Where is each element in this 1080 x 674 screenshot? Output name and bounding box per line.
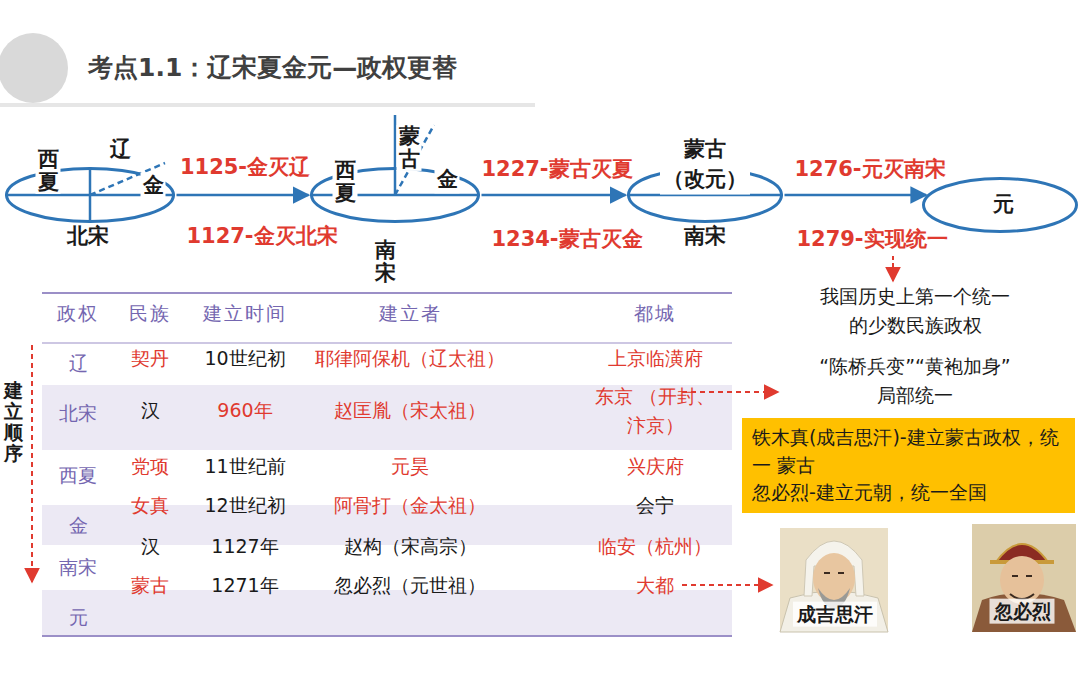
table-cell: 汉 [141,534,160,559]
table-cell: 1127年 [211,534,278,559]
table-cell: 西夏 [59,463,97,488]
title-bullet [0,33,68,103]
regime-name: 西夏 [333,159,358,205]
portrait-eyes [1012,575,1032,577]
event-label: 1127-金灭北宋 [186,223,337,250]
axis-label: 建立顺序 [4,380,23,464]
divider-line [395,125,434,195]
transition-arrow [785,194,927,197]
table-header: 民族 [129,301,171,326]
regime-name: 北宋 [65,223,111,250]
table-cell: 上京临潢府 [608,346,703,371]
regime-name: 南宋 [682,223,728,250]
table-cell: 10世纪初 [204,346,285,371]
state-ellipse: 元 [922,177,1078,233]
regime-name: 金 [435,166,460,193]
regime-name: 西夏 [36,148,61,194]
portrait-ground [972,524,1076,632]
portrait-face [813,553,855,603]
regime-name: 辽 [108,136,133,163]
table-cell: 赵构（宋高宗） [344,534,477,559]
table-cell: 南宋 [59,555,97,580]
table-cell: 11世纪前 [204,454,285,479]
note-text: 铁木真(成吉思汗)-建立蒙古政权，统一 蒙古 [752,424,1065,479]
portrait-face [1000,556,1044,604]
table-cell: 女真 [131,493,169,518]
regime-name: 蒙古 （改元） [660,134,750,195]
ellipse-border [924,179,1077,232]
note-text: 忽必烈-建立元朝，统一全国 [752,479,1065,507]
table-cell: 金 [69,513,88,538]
event-label: 1279-实现统一 [796,226,947,253]
transition-arrow [177,194,309,197]
portrait-robe [972,593,1076,632]
slide-title: 考点1.1：辽宋夏金元—政权更替 [88,52,457,85]
regime-name: 南宋 [373,239,398,285]
table-cell: 临安（杭州） [598,534,712,559]
state-ellipse: 西夏辽金北宋 [5,167,175,223]
portrait-caption: 忽必烈 [990,599,1055,624]
event-label: 1125-金灭辽 [180,154,310,181]
table-cell: 契丹 [131,346,169,371]
note-box: 铁木真(成吉思汗)-建立蒙古政权，统一 蒙古忽必烈-建立元朝，统一全国 [742,418,1075,513]
order-arrow [31,345,33,582]
table-cell: 东京 （开封、汴京） [590,382,720,439]
table-header: 政权 [57,301,99,326]
table-cell: 1271年 [211,573,278,598]
table-band [42,590,732,636]
event-label: 1227-蒙古灭夏 [481,156,632,183]
portrait-caption: 成吉思汗 [793,602,877,627]
table-cell: 兴庆府 [627,454,684,479]
leader-arrow [682,584,772,586]
table-cell: 阿骨打（金太祖） [334,493,486,518]
table-cell: 党项 [131,454,169,479]
portrait-eyes [824,572,844,574]
table-cell: 会宁 [636,493,674,518]
table-cell: 汉 [141,398,160,423]
table-cell: 元昊 [391,454,429,479]
state-ellipse: 西夏蒙古金南宋 [310,167,480,223]
event-label: 1276-元灭南宋 [794,156,945,183]
portrait-kublai [972,524,1076,632]
title-underline [0,103,535,107]
table-cell: 12世纪初 [204,493,285,518]
table-cell: 960年 [217,398,272,423]
annotation: 我国历史上第一个统一 的少数民族政权 [815,282,1015,339]
portrait-ground [780,528,888,632]
leader-arrow [892,256,894,281]
regime-name: 蒙古 [397,125,422,171]
table-cell: 赵匡胤（宋太祖） [334,398,486,423]
table-cell: 北宋 [59,401,97,426]
table-header: 都城 [634,301,676,326]
table-header: 建立者 [379,301,442,326]
table-cell: 忽必烈（元世祖） [334,573,486,598]
table-rule [42,292,732,294]
event-label: 1234-蒙古灭金 [491,226,642,253]
regime-name: 元 [991,191,1016,218]
transition-arrow [482,194,626,197]
table-cell: 蒙古 [131,573,169,598]
portrait-genghis [780,528,888,632]
annotation: “陈桥兵变”“黄袍加身” 局部统一 [808,352,1023,409]
table-cell: 大都 [636,573,674,598]
table-header: 建立时间 [203,301,287,326]
state-ellipse: 蒙古 （改元）南宋 [627,167,783,223]
table-rule [42,635,732,637]
table-cell: 耶律阿保机（辽太祖） [315,346,505,371]
table-cell: 元 [69,605,88,630]
regime-name: 金 [141,172,166,199]
table-cell: 辽 [69,351,88,376]
table-rule [42,343,732,344]
